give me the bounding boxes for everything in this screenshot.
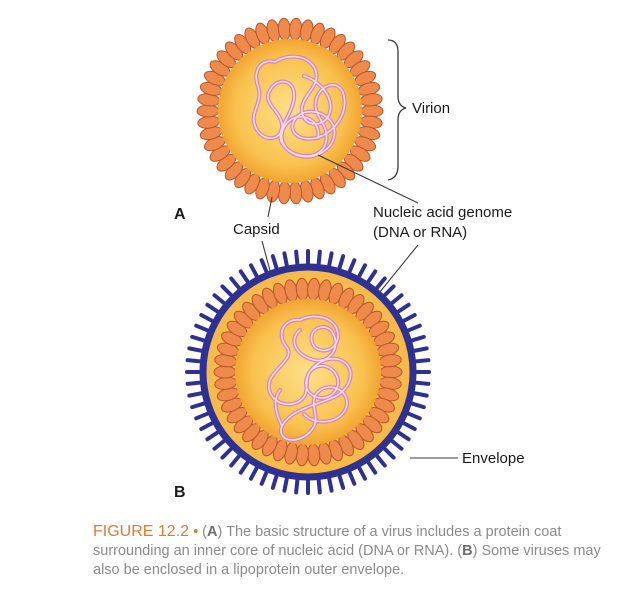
capsid-leader-a <box>267 196 273 218</box>
capsid-ring-b <box>213 277 403 467</box>
panel-b-letter: B <box>174 484 186 501</box>
caption-open-a: ( <box>202 524 208 540</box>
caption-bullet: • <box>193 524 199 540</box>
caption-letter-a: A <box>207 524 218 540</box>
capsid-ring-a <box>196 17 384 205</box>
genome-a <box>251 54 347 159</box>
envelope-label: Envelope <box>462 450 525 467</box>
capsomere <box>289 17 303 41</box>
virion-b <box>185 249 431 495</box>
capsomere <box>213 365 237 379</box>
capsid-label: Capsid <box>233 221 280 238</box>
capsomere <box>379 365 403 379</box>
nucleic-acid-label-line2: (DNA or RNA) <box>373 224 467 241</box>
genome-highlight <box>252 55 346 158</box>
panel-a-letter: A <box>174 206 186 223</box>
genome-highlight <box>268 315 352 441</box>
figure-number: FIGURE 12.2 <box>93 523 190 540</box>
nucleic-acid-label-line1: Nucleic acid genome <box>373 204 512 221</box>
caption-text-b: ) Some viruses may also be enclosed in a… <box>93 543 601 578</box>
nucleic-acid-leader-a <box>317 154 419 204</box>
capsomere <box>277 181 291 205</box>
virion-a <box>196 17 384 205</box>
capsomere <box>360 104 384 118</box>
caption-letter-b: B <box>462 543 473 559</box>
virion-label: Virion <box>412 100 450 117</box>
capsomere <box>196 104 220 118</box>
caption-text-a: ) The basic structure of a virus include… <box>93 524 562 559</box>
virion-bracket <box>387 39 407 181</box>
figure-caption: FIGURE 12.2 • (A) The basic structure of… <box>93 522 628 580</box>
virus-structure-diagram: Virion Nucleic acid genome (DNA or RNA) … <box>174 17 525 501</box>
genome-b <box>266 314 353 442</box>
